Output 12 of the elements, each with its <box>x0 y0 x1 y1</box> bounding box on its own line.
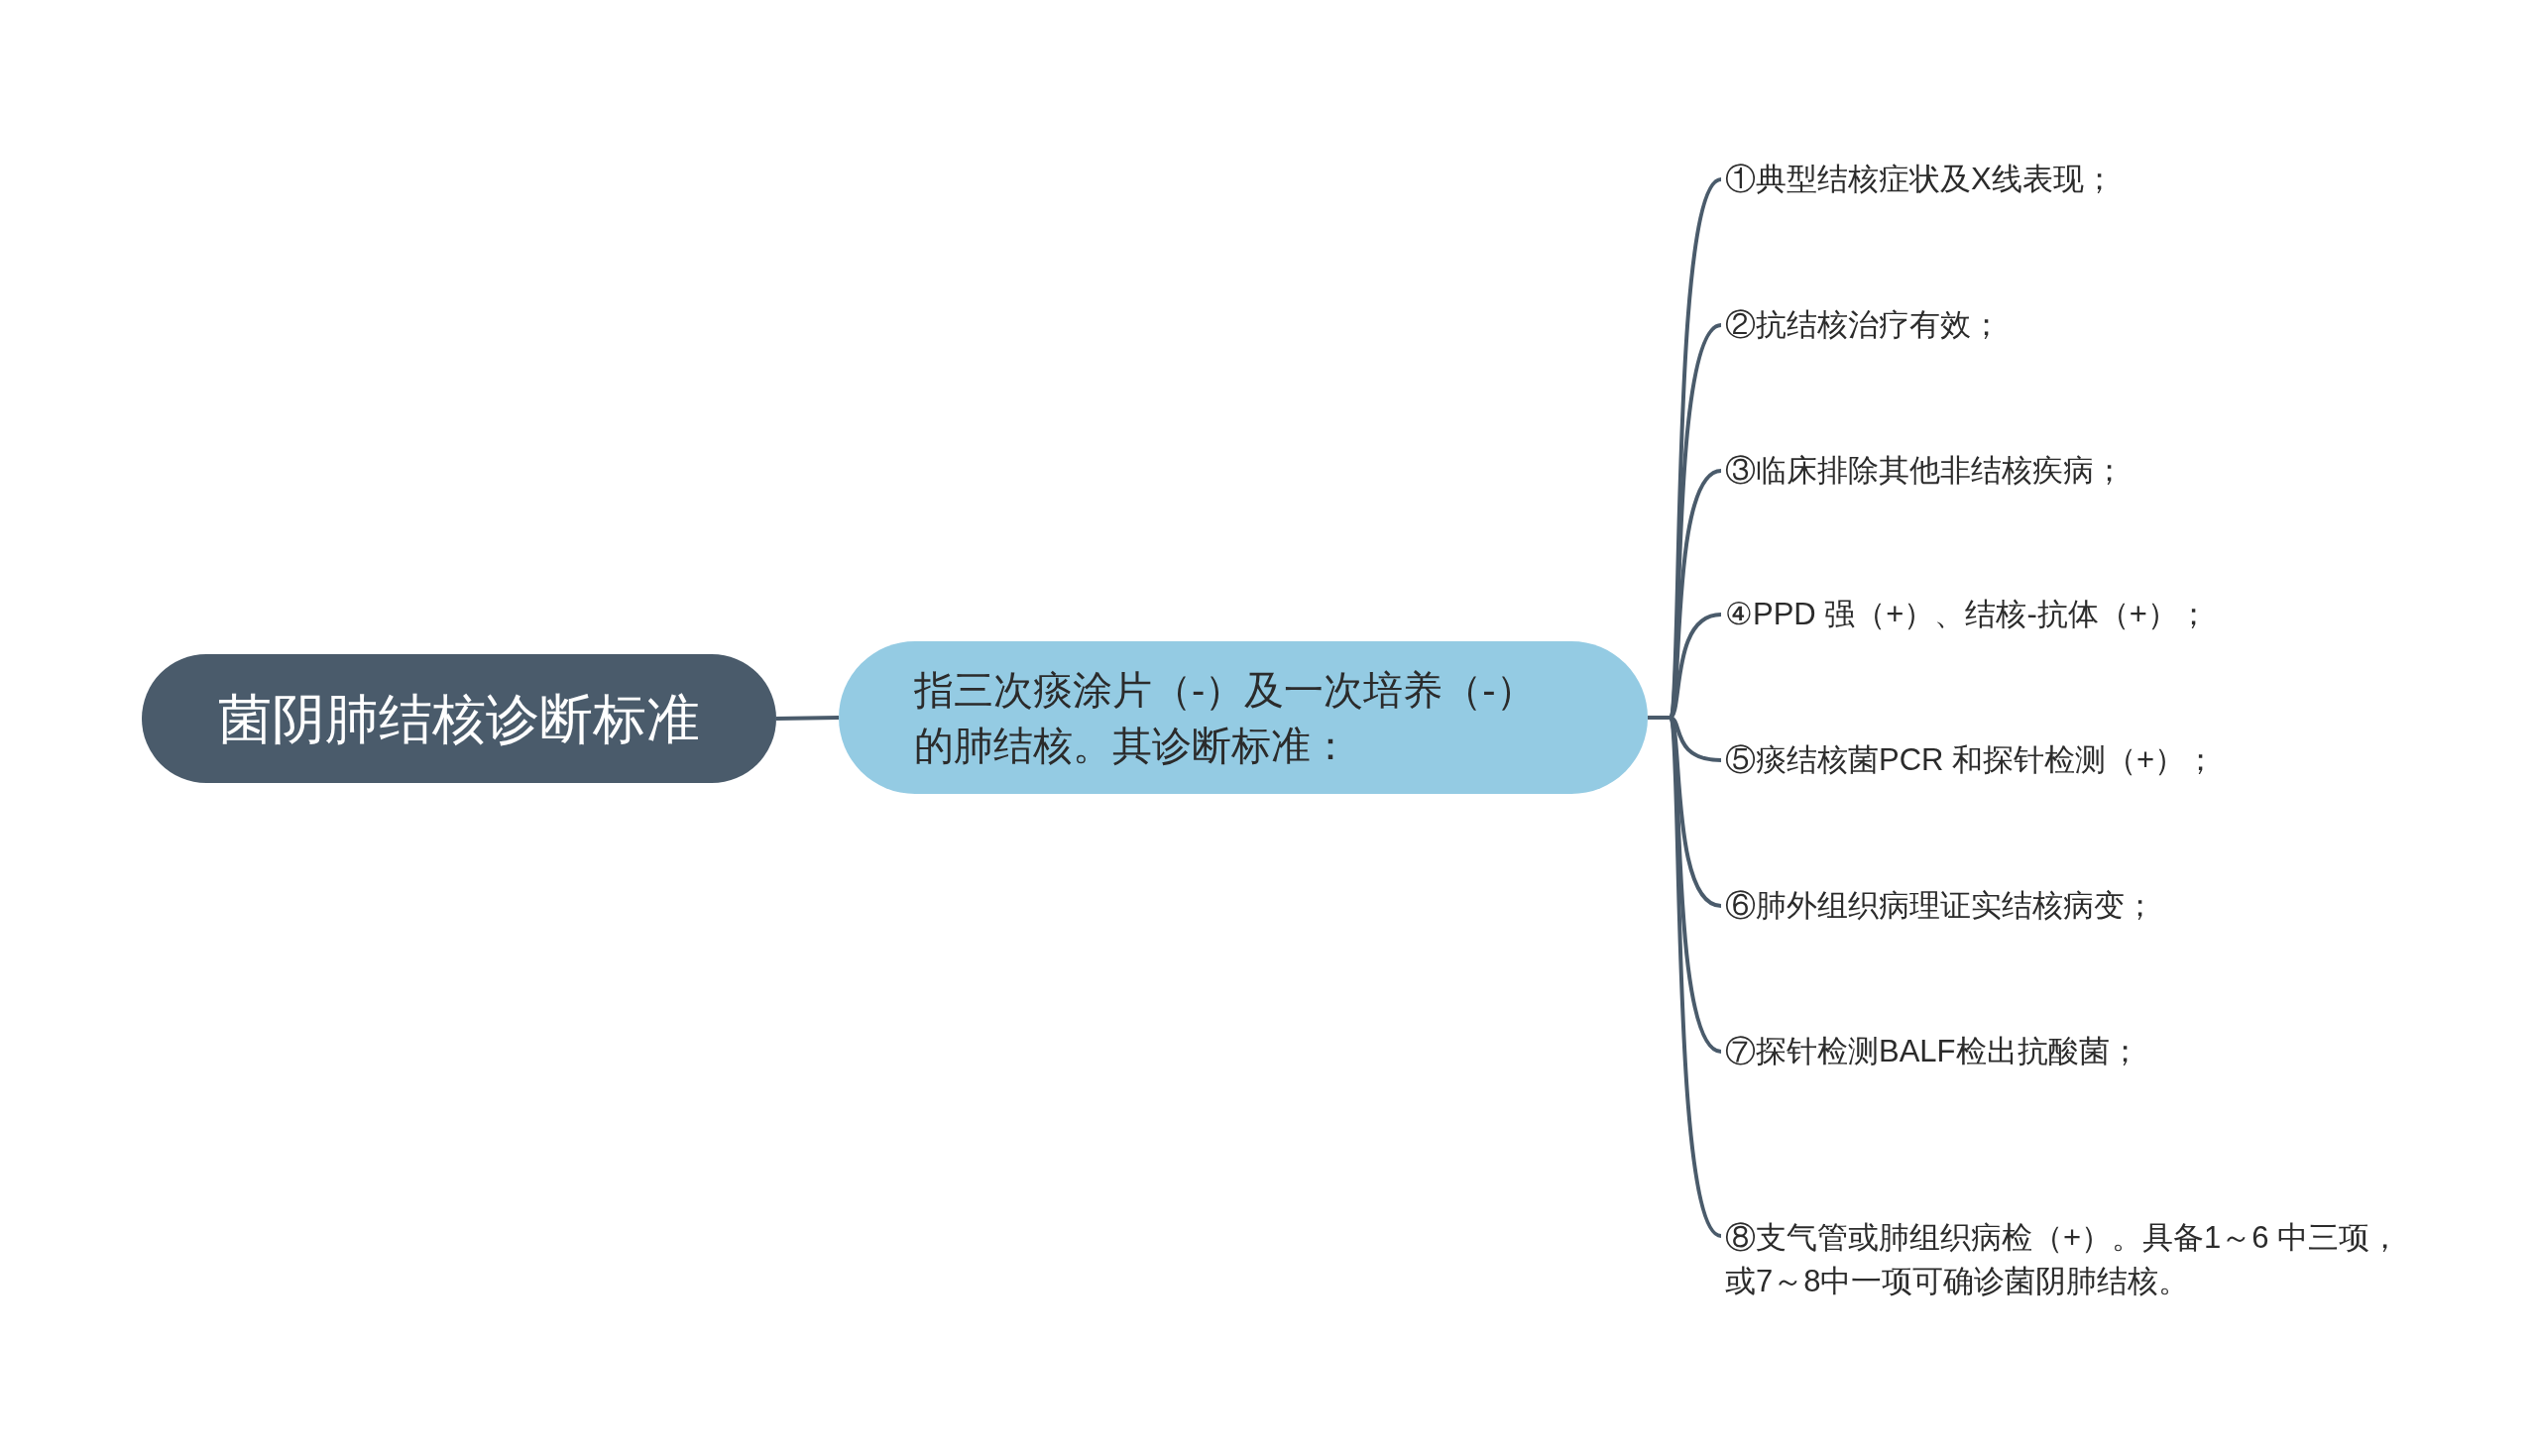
leaf-topic: ②抗结核治疗有效； <box>1725 300 2419 350</box>
branch-topic: 指三次痰涂片（-）及一次培养（-）的肺结核。其诊断标准： <box>839 641 1648 794</box>
root-topic: 菌阴肺结核诊断标准 <box>142 654 776 783</box>
leaf-topic: ⑥肺外组织病理证实结核病变； <box>1725 881 2419 931</box>
leaf-topic: ④PPD 强（+）、结核-抗体（+）； <box>1725 590 2419 639</box>
leaf-topic: ③临床排除其他非结核疾病； <box>1725 446 2419 496</box>
leaf-topic: ⑧支气管或肺组织病检（+）。具备1～6 中三项，或7～8中一项可确诊菌阴肺结核。 <box>1725 1214 2419 1305</box>
leaf-topic: ①典型结核症状及X线表现； <box>1725 155 2419 204</box>
connector-line <box>1648 716 1723 1238</box>
connector-line <box>775 716 840 721</box>
leaf-topic: ⑤痰结核菌PCR 和探针检测（+）； <box>1725 735 2419 785</box>
leaf-topic: ⑦探针检测BALF检出抗酸菌； <box>1725 1027 2419 1076</box>
